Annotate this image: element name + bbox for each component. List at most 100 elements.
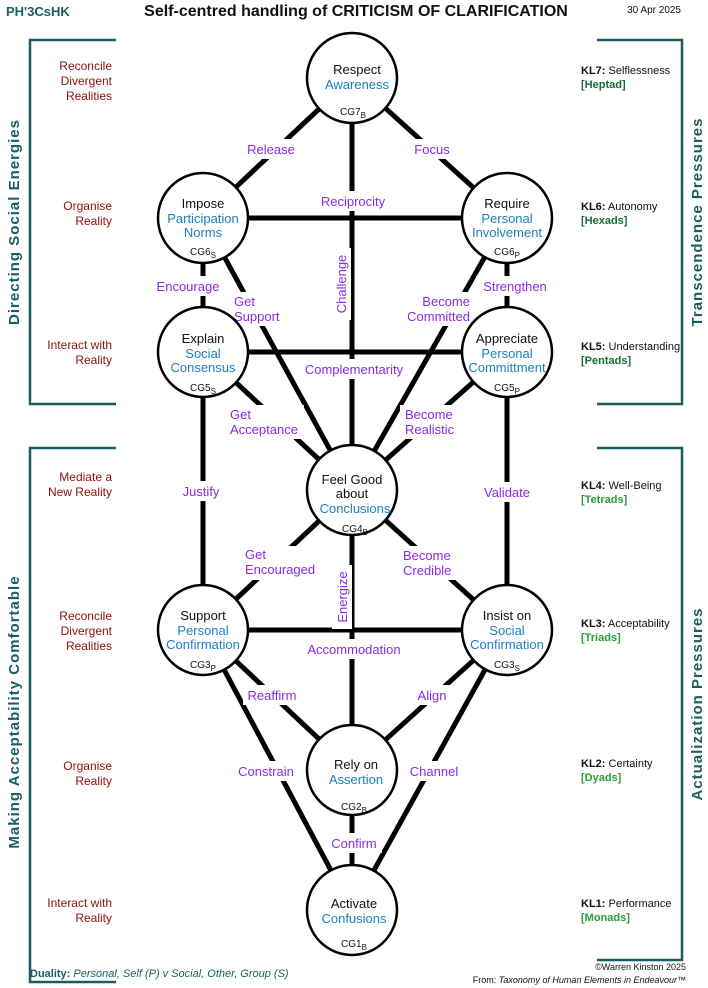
svg-text:Strengthen: Strengthen (483, 279, 547, 294)
side-title-left-top: Directing Social Energies (6, 119, 23, 325)
level-kl1: KL1: Performance [Monads] (581, 898, 672, 924)
node-cg6p: Require Personal Involvement CG6P (460, 171, 554, 265)
page-title: Self-centred handling of CRITICISM OF CL… (144, 3, 568, 20)
edge-label-get-encouraged: Get Encouraged (240, 546, 320, 580)
edge-label-complementarity: Complementarity (298, 359, 410, 379)
svg-text:Justify: Justify (183, 484, 220, 499)
svg-text:Channel: Channel (410, 764, 459, 779)
svg-text:[Dyads]: [Dyads] (581, 772, 622, 784)
right-bottom-bracket (597, 446, 684, 962)
source: From: Taxonomy of Human Elements in Ende… (473, 975, 686, 985)
svg-text:Activate: Activate (331, 896, 377, 911)
svg-text:[Pentads]: [Pentads] (581, 355, 631, 367)
svg-text:Divergent: Divergent (61, 624, 113, 638)
svg-text:Interact with: Interact with (47, 338, 112, 352)
edge-labels: Release Focus Reciprocity Encourage Stre… (152, 139, 554, 853)
svg-text:Encourage: Encourage (157, 279, 220, 294)
level-kl5: KL5: Understanding [Pentads] (581, 341, 680, 367)
svg-text:Constrain: Constrain (238, 764, 294, 779)
edge-label-validate: Validate (478, 482, 536, 502)
duality-note: Duality: Personal, Self (P) v Social, Ot… (30, 968, 289, 980)
svg-text:Realistic: Realistic (405, 422, 455, 437)
svg-text:Respect: Respect (333, 62, 381, 77)
svg-text:Reality: Reality (75, 774, 112, 788)
node-cg3s: Insist on Social Confirmation CG3S (460, 583, 554, 677)
svg-text:Validate: Validate (484, 485, 530, 500)
svg-text:Realities: Realities (66, 89, 112, 103)
svg-text:Committed: Committed (407, 309, 470, 324)
svg-text:KL7: Selflessness: KL7: Selflessness (581, 65, 671, 77)
level-kl6: KL6: Autonomy [Hexads] (581, 201, 658, 227)
svg-text:Consensus: Consensus (170, 360, 236, 375)
svg-text:CG5P: CG5P (494, 383, 520, 396)
svg-text:KL1: Performance: KL1: Performance (581, 898, 672, 910)
svg-text:CG2B: CG2B (341, 802, 367, 815)
left-label-kl4: Mediate a New Reality (48, 470, 112, 499)
brackets (28, 38, 684, 984)
svg-text:CG4B: CG4B (342, 524, 368, 537)
edge-label-accommodation: Accommodation (302, 639, 406, 659)
svg-text:[Triads]: [Triads] (581, 632, 621, 644)
svg-text:CG6P: CG6P (494, 247, 520, 260)
svg-text:[Hexads]: [Hexads] (581, 215, 628, 227)
svg-text:KL4: Well-Being: KL4: Well-Being (581, 480, 662, 492)
edge-label-strengthen: Strengthen (476, 276, 554, 296)
svg-text:Organise: Organise (63, 199, 112, 213)
svg-text:Acceptance: Acceptance (230, 422, 298, 437)
svg-text:Personal: Personal (177, 623, 228, 638)
svg-text:Become: Become (422, 294, 470, 309)
svg-text:Energize: Energize (335, 571, 350, 622)
svg-text:CG3S: CG3S (494, 660, 520, 673)
level-kl2: KL2: Certainty [Dyads] (581, 758, 653, 784)
svg-text:Divergent: Divergent (61, 74, 113, 88)
level-kl3: KL3: Acceptability [Triads] (581, 618, 670, 644)
svg-text:Mediate a: Mediate a (59, 470, 112, 484)
svg-text:Reconcile: Reconcile (59, 609, 112, 623)
svg-text:Assertion: Assertion (329, 772, 383, 787)
svg-text:Awareness: Awareness (325, 77, 390, 92)
svg-text:Get: Get (230, 407, 251, 422)
svg-text:CG6S: CG6S (190, 247, 216, 260)
nodes: Respect Awareness CG7B Impose Participat… (156, 31, 554, 957)
left-bottom-bracket (28, 446, 116, 984)
edge-label-release: Release (242, 139, 300, 159)
left-label-kl7: Reconcile Divergent Realities (59, 59, 112, 103)
node-cg5p: Appreciate Personal Committment CG5P (460, 305, 554, 399)
svg-text:KL6: Autonomy: KL6: Autonomy (581, 201, 658, 213)
svg-text:Social: Social (489, 623, 525, 638)
edge-label-focus: Focus (408, 139, 456, 159)
svg-text:Interact with: Interact with (47, 896, 112, 910)
svg-text:New Reality: New Reality (48, 485, 112, 499)
svg-text:Confirmation: Confirmation (470, 637, 544, 652)
side-title-left-bottom: Making Acceptability Comfortable (6, 575, 23, 848)
copyright: ©Warren Kinston 2025 (595, 962, 686, 972)
svg-text:about: about (336, 486, 369, 501)
edge-label-confirm: Confirm (326, 833, 382, 853)
svg-text:Confirmation: Confirmation (166, 637, 240, 652)
svg-text:Become: Become (405, 407, 453, 422)
edge-label-constrain: Constrain (234, 761, 298, 781)
left-label-kl1: Interact with Reality (47, 896, 112, 925)
svg-text:Rely on: Rely on (334, 757, 378, 772)
svg-text:CG1B: CG1B (341, 939, 367, 952)
svg-text:Become: Become (403, 548, 451, 563)
svg-text:Challenge: Challenge (334, 255, 349, 314)
node-cg6s: Impose Participation Norms CG6S (156, 171, 250, 265)
edge-label-encourage: Encourage (152, 276, 224, 296)
svg-text:Personal: Personal (481, 211, 532, 226)
svg-text:KL2: Certainty: KL2: Certainty (581, 758, 653, 770)
edge-label-reaffirm: Reaffirm (243, 685, 301, 705)
left-label-kl3: Reconcile Divergent Realities (59, 609, 112, 653)
svg-text:Confirm: Confirm (331, 836, 377, 851)
svg-text:Conclusions: Conclusions (320, 501, 391, 516)
svg-text:Organise: Organise (63, 759, 112, 773)
header-code: PH'3CsHK (6, 4, 70, 19)
edge-label-become-realistic: Become Realistic (400, 405, 460, 439)
svg-text:Reality: Reality (75, 911, 112, 925)
side-title-right-top: Transcendence Pressures (689, 118, 706, 327)
svg-text:Impose: Impose (182, 196, 225, 211)
header-date: 30 Apr 2025 (627, 5, 681, 16)
node-cg7: Respect Awareness CG7B (305, 31, 399, 125)
svg-text:CG7B: CG7B (340, 107, 366, 120)
svg-text:Reaffirm: Reaffirm (248, 688, 297, 703)
